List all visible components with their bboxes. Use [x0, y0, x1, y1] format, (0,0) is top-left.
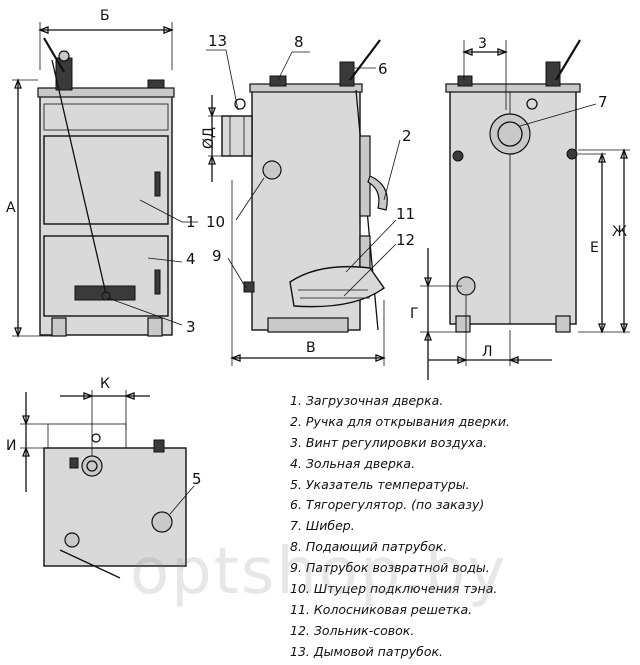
dim-label-e: Е — [590, 240, 599, 256]
front-view — [37, 37, 175, 337]
rear-view — [445, 39, 581, 333]
callout-3: 3 — [186, 318, 196, 336]
legend-item: 6. Тягорегулятор. (по заказу) — [290, 497, 485, 513]
legend-item: 2. Ручка для открывания дверки. — [290, 413, 510, 429]
callout-1: 1 — [186, 213, 196, 231]
legend-item: 4. Зольная дверка. — [290, 455, 416, 471]
dim-label-i: И — [6, 438, 16, 454]
callout-9: 9 — [212, 247, 222, 265]
callout-4: 4 — [186, 250, 196, 268]
callout-6: 6 — [378, 60, 388, 78]
callout-12: 12 — [396, 231, 415, 249]
callout-5-top: 5 — [192, 470, 202, 488]
legend-list: 1. Загрузочная дверка. 2. Ручка для откр… — [290, 391, 510, 663]
legend-item: 13. Дымовой патрубок. — [290, 643, 444, 659]
callout-13: 13 — [208, 32, 227, 50]
side-view — [221, 39, 388, 333]
dim-label-3: 3 — [478, 36, 487, 52]
legend-item: 7. Шибер. — [290, 518, 355, 534]
dim-label-a: А — [6, 200, 16, 216]
top-view — [43, 423, 187, 579]
callout-7: 7 — [598, 93, 608, 111]
dim-label-zh: Ж — [612, 224, 627, 240]
callout-8: 8 — [294, 33, 304, 51]
dim-label-l: Л — [482, 344, 493, 360]
dim-label-v: В — [306, 340, 316, 356]
legend-item: 11. Колосниковая решетка. — [290, 601, 473, 617]
callout-2: 2 — [402, 127, 412, 145]
dim-label-k: К — [100, 376, 110, 392]
legend-item: 12. Зольник-совок. — [290, 622, 415, 638]
callout-10: 10 — [206, 213, 225, 231]
dim-label-g: Г — [410, 306, 419, 322]
legend-item: 5. Указатель температуры. — [290, 476, 470, 492]
legend-item: 1. Загрузочная дверка. — [290, 393, 444, 408]
dim-label-phi-d: ØД — [201, 127, 217, 149]
legend-item: 8. Подающий патрубок. — [290, 539, 448, 555]
legend-item: 3. Винт регулировки воздуха. — [290, 434, 488, 450]
legend-item: 9. Патрубок возвратной воды. — [290, 560, 490, 576]
legend-item: 10. Штуцер подключения тэна. — [290, 581, 498, 597]
callout-11: 11 — [396, 205, 415, 223]
dim-label-b: Б — [100, 8, 110, 24]
